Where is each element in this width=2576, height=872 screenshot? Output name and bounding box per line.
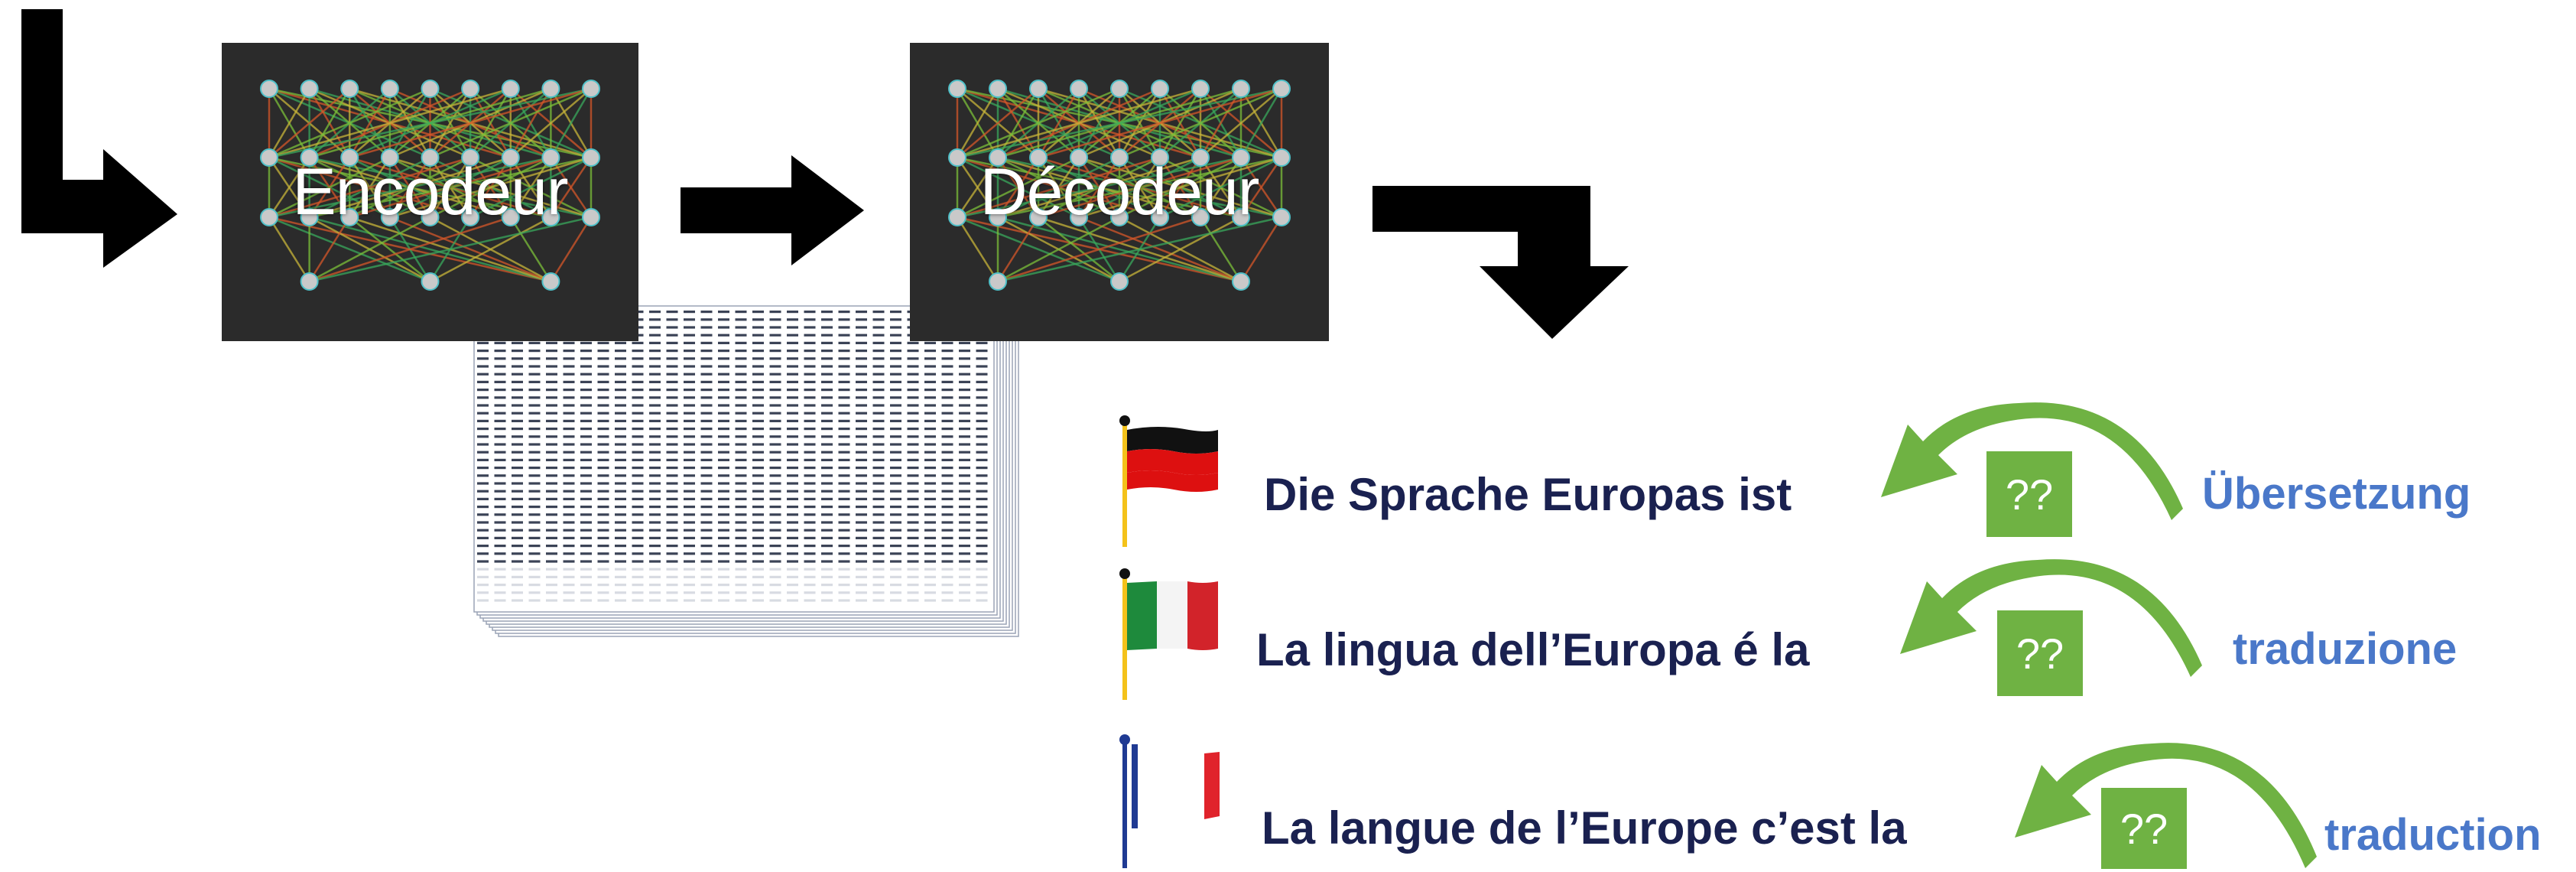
germany-flag-icon bbox=[1119, 415, 1218, 547]
curved-arrow-icon bbox=[2015, 743, 2317, 868]
placeholder-box: ?? bbox=[1986, 451, 2072, 537]
sentence-french: La langue de l’Europe c’est la bbox=[1262, 802, 1907, 854]
word-french: traduction bbox=[2324, 810, 2542, 860]
sentence-german: Die Sprache Europas ist bbox=[1264, 469, 1792, 520]
curved-arrow-icon bbox=[1881, 402, 2183, 520]
embedding-matrix-stack bbox=[473, 305, 1019, 637]
italy-flag-icon bbox=[1119, 568, 1218, 700]
decoder-network-graphic bbox=[948, 80, 1291, 291]
decoder-box: Décodeur bbox=[910, 43, 1329, 341]
encoder-box: Encodeur bbox=[222, 43, 638, 341]
sentence-italian: La lingua dell’Europa é la bbox=[1256, 624, 1810, 675]
placeholder-box: ?? bbox=[2101, 788, 2187, 869]
curved-arrow-icon bbox=[1900, 559, 2202, 677]
encoder-network-graphic bbox=[260, 80, 600, 291]
encoder-to-decoder-arrow bbox=[681, 155, 864, 265]
decoder-label: Décodeur bbox=[979, 155, 1260, 229]
entry-arrow bbox=[21, 9, 177, 268]
word-italian: traduzione bbox=[2233, 624, 2457, 674]
placeholder-box: ?? bbox=[1997, 610, 2083, 696]
word-german: Übersetzung bbox=[2202, 469, 2471, 519]
output-arrow bbox=[1372, 186, 1629, 339]
france-flag-icon bbox=[1119, 734, 1220, 868]
encoder-label: Encodeur bbox=[292, 155, 568, 229]
